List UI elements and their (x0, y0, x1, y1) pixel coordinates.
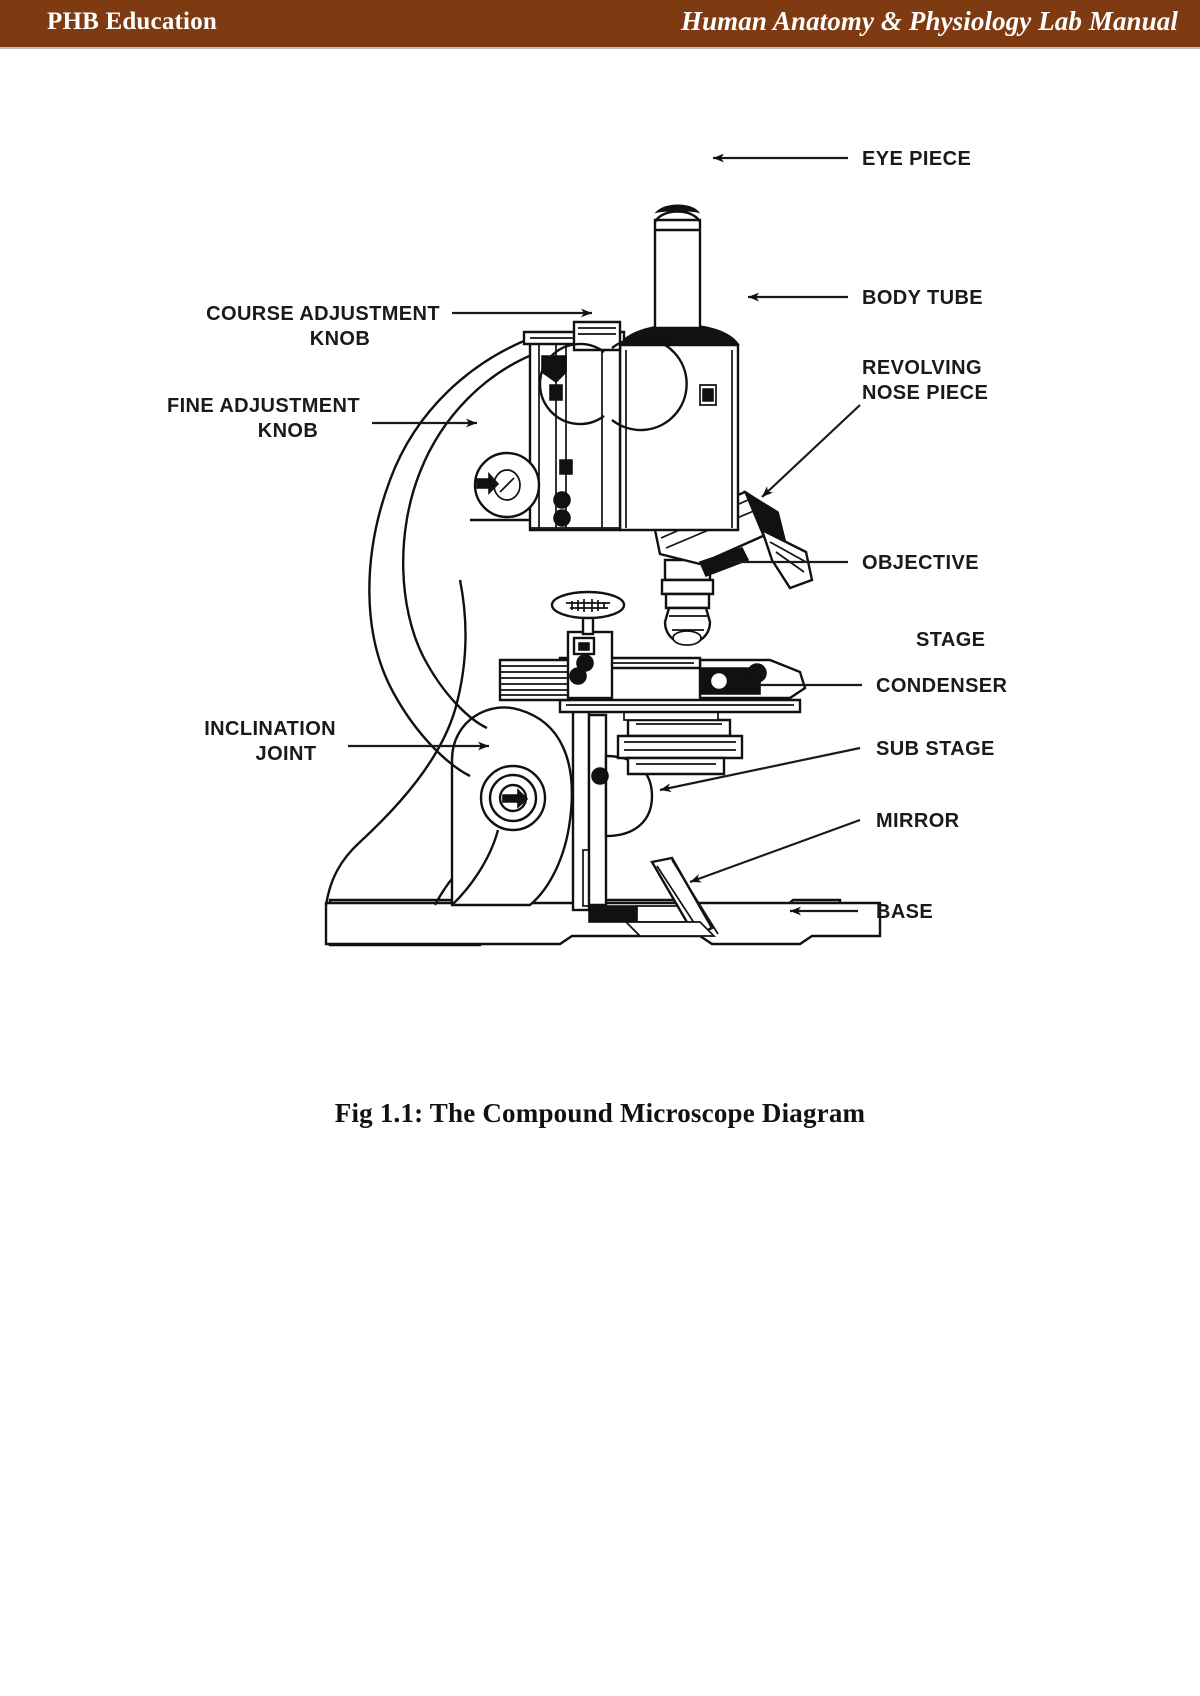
condenser-part (616, 709, 744, 776)
leader-lines (348, 153, 862, 916)
microscope-drawing (324, 204, 882, 947)
label-objective: OBJECTIVE (862, 552, 979, 574)
microscope-figure: EYE PIECE BODY TUBE REVOLVING NOSE PIECE… (0, 60, 1200, 1090)
label-inclination-joint-line2: JOINT (256, 743, 317, 765)
label-course-adjustment-knob-line1: COURSE ADJUSTMENT (206, 303, 440, 325)
label-condenser: CONDENSER (876, 675, 1008, 697)
label-stage: STAGE (916, 629, 985, 651)
leader-mirror (689, 818, 861, 884)
label-base: BASE (876, 901, 933, 923)
body-tube-part (618, 323, 740, 532)
objective-lens (660, 558, 715, 646)
leader-sub-stage (659, 746, 861, 793)
label-course-adjustment-knob-line2: KNOB (310, 328, 371, 350)
manual-title: Human Anatomy & Physiology Lab Manual (680, 6, 1178, 36)
publisher-title: PHB Education (47, 8, 217, 35)
microscope-diagram-svg: EYE PIECE BODY TUBE REVOLVING NOSE PIECE… (167, 148, 1008, 947)
leader-revolving-nose-piece (761, 404, 861, 498)
stage-rack (498, 658, 572, 702)
diagram-labels: EYE PIECE BODY TUBE REVOLVING NOSE PIECE… (167, 148, 1008, 923)
page-header-bar: PHB Education Human Anatomy & Physiology… (0, 0, 1200, 49)
label-fine-adjustment-knob-line2: KNOB (258, 420, 319, 442)
eye-piece-part (653, 204, 702, 330)
label-revolving-nose-piece-line1: REVOLVING (862, 357, 982, 379)
stage-adjust-knob (550, 590, 626, 700)
label-sub-stage: SUB STAGE (876, 738, 995, 760)
label-mirror: MIRROR (876, 810, 960, 832)
adjustment-block (522, 320, 688, 532)
microscope-base-part (324, 898, 882, 947)
figure-caption: Fig 1.1: The Compound Microscope Diagram (334, 1098, 866, 1128)
inclination-joint-knob (479, 764, 547, 832)
revolving-nose-piece (653, 490, 814, 590)
label-eye-piece: EYE PIECE (862, 148, 971, 170)
label-body-tube: BODY TUBE (862, 287, 983, 309)
fine-adjustment-knob-part (473, 451, 541, 519)
label-revolving-nose-piece-line2: NOSE PIECE (862, 382, 988, 404)
label-fine-adjustment-knob-line1: FINE ADJUSTMENT (167, 395, 360, 417)
sub-stage-part (591, 754, 654, 838)
label-inclination-joint-line1: INCLINATION (204, 718, 336, 740)
mirror-part (623, 856, 719, 938)
